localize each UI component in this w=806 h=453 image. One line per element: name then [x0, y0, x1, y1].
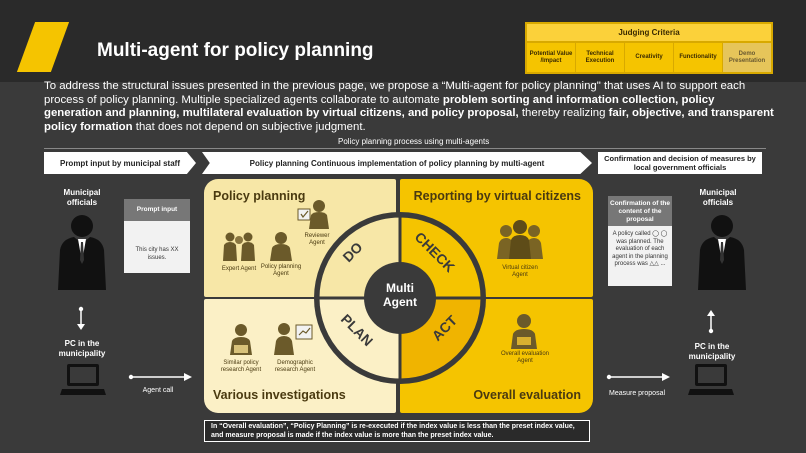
virtual-citizens-title: Reporting by virtual citizens: [413, 189, 581, 203]
intro-bold-2: fair, objective, and transparent policy …: [44, 107, 774, 133]
arrow-up-icon: [707, 310, 715, 334]
policy-planning-agent-label: Policy planning Agent: [260, 264, 302, 277]
overall-evaluation-title: Overall evaluation: [473, 388, 581, 402]
page-title: Multi-agent for policy planning: [97, 40, 374, 61]
overall-evaluation-agent-icon: [511, 314, 537, 349]
judging-criteria: Judging Criteria Potential Value /Impact…: [525, 22, 773, 74]
expert-agent-icon: [223, 232, 255, 261]
cycle-center-line1: Multi: [386, 281, 414, 295]
chevron-prompt-input: Prompt input by municipal staff: [44, 152, 196, 174]
note-box: In “Overall evaluation”, “Policy Plannin…: [204, 420, 590, 442]
measure-proposal-label: Measure proposal: [608, 390, 666, 397]
expert-agent-label: Expert Agent: [221, 266, 257, 272]
policy-planning-title: Policy planning: [213, 189, 306, 203]
judging-criteria-title: Judging Criteria: [527, 24, 771, 43]
prompt-input-text: This city has XX issues.: [135, 247, 179, 261]
virtual-citizen-agent-icon: [497, 220, 543, 259]
right-pc-label: PC in the municipality: [688, 342, 736, 361]
laptop-icon: [60, 364, 106, 395]
pdca-cycle: [314, 212, 486, 384]
reviewer-agent-icon: [297, 200, 329, 229]
prompt-input-card: Prompt input This city has XX issues.: [124, 199, 190, 273]
similar-research-agent-label: Similar policy research Agent: [220, 360, 262, 373]
confirmation-text: A policy called ◯ ◯ was planned. The eva…: [612, 231, 668, 267]
overall-evaluation-agent-label: Overall evaluation Agent: [500, 351, 550, 364]
arrow-right-icon: [606, 373, 670, 381]
divider: [44, 148, 766, 149]
criterion-creativity: Creativity: [625, 43, 674, 72]
reviewer-agent-label: Reviewer Agent: [304, 233, 330, 246]
intro-text-3: that does not depend on subjective judgm…: [132, 120, 366, 133]
left-pc-label: PC in the municipality: [58, 339, 106, 358]
chevron-confirmation: Confirmation and decision of measures by…: [598, 152, 762, 174]
criterion-technical: Technical Execution: [576, 43, 625, 72]
virtual-citizen-agent-label: Virtual citizen Agent: [502, 265, 538, 278]
chevron-policy-planning: Policy planning Continuous implementatio…: [202, 152, 592, 174]
left-official-icon: [58, 215, 106, 290]
process-label: Policy planning process using multi-agen…: [338, 137, 490, 146]
criterion-functionality: Functionality: [674, 43, 723, 72]
cycle-center-line2: Agent: [383, 295, 417, 309]
left-officials-label: Municipal officials: [63, 188, 101, 207]
intro-text-2: thereby realizing: [518, 107, 609, 119]
criterion-demo: Demo Presentation: [723, 43, 771, 72]
criterion-impact: Potential Value /Impact: [527, 43, 576, 72]
various-investigations-title: Various investigations: [213, 388, 346, 402]
intro-text-1: To address the structural issues present…: [44, 80, 746, 106]
similar-research-agent-icon: [230, 324, 252, 355]
right-official-icon: [698, 215, 746, 290]
arrow-down-icon: [77, 306, 85, 330]
intro-bold-1: problem sorting and information collecti…: [44, 93, 715, 120]
confirmation-title: Confirmation of the content of the propo…: [608, 196, 672, 226]
cycle-center-label: Multi Agent: [372, 281, 428, 309]
prompt-input-title: Prompt input: [124, 199, 190, 221]
demographic-research-agent-icon: [274, 323, 313, 355]
right-officials-label: Municipal officials: [699, 188, 737, 207]
agent-call-label: Agent call: [142, 387, 174, 394]
laptop-icon: [688, 364, 734, 395]
confirmation-card: Confirmation of the content of the propo…: [608, 196, 672, 286]
intro-paragraph: To address the structural issues present…: [44, 80, 774, 134]
policy-planning-agent-icon: [270, 232, 292, 261]
demographic-research-agent-label: Demographic research Agent: [274, 360, 316, 373]
arrow-right-icon: [128, 373, 192, 381]
